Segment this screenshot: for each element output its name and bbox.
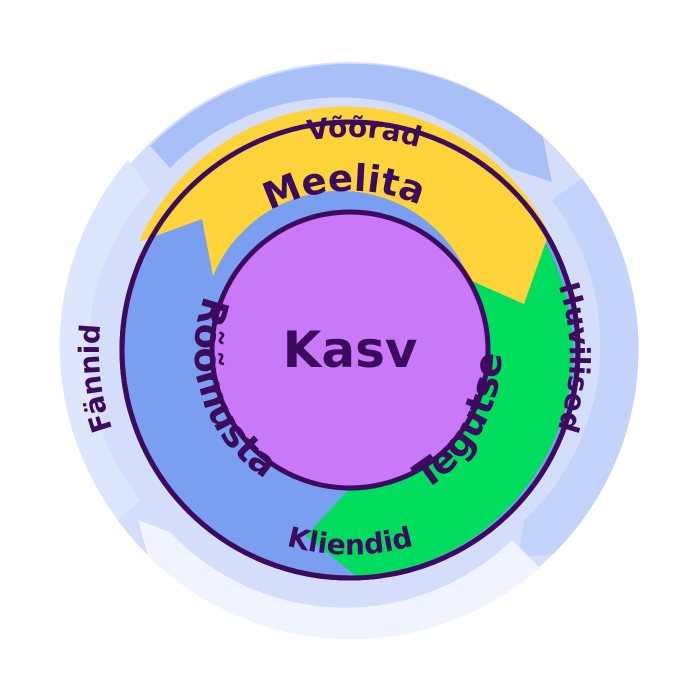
- outer-arrow-fannid: [59, 160, 150, 520]
- outer-arrow-kliendid: [138, 520, 540, 640]
- outer-arrow-huvilised: [518, 178, 639, 558]
- outer-arrow-voorad: [150, 63, 552, 182]
- center-circle: [209, 209, 491, 491]
- stage-segment-meelita: [139, 106, 549, 305]
- stage-segment-tegutse: [306, 233, 573, 576]
- center-label: Kasv: [283, 321, 418, 379]
- stage-disk-outline: [119, 119, 581, 581]
